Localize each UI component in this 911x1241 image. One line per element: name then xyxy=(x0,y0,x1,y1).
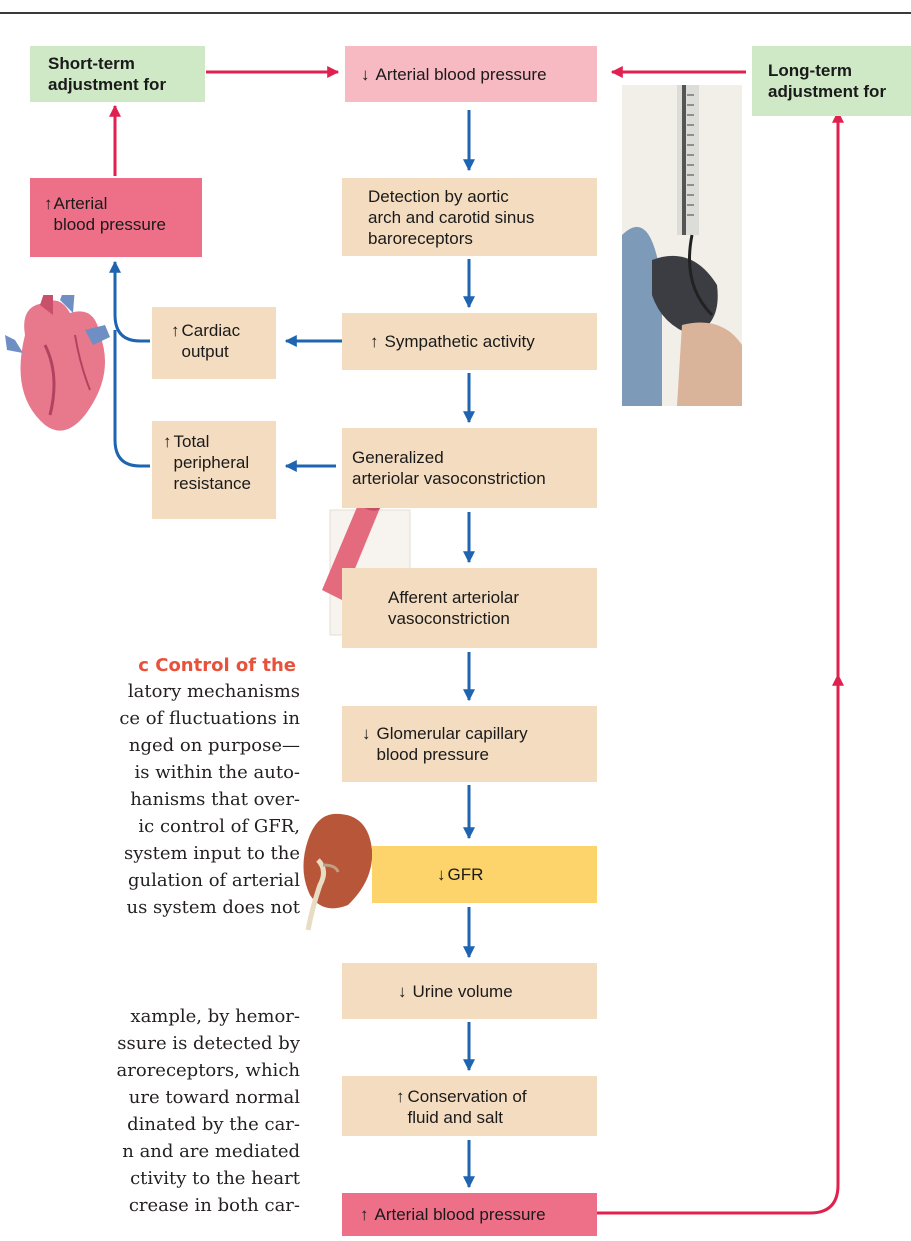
body-text-line: hanisms that over- xyxy=(0,786,300,813)
box-label: Glomerular capillary blood pressure xyxy=(377,723,528,765)
arrow-resistance-to-left-pressure xyxy=(115,330,150,466)
body-text-line: ssure is detected by xyxy=(0,1030,300,1057)
box-label: Cardiac output xyxy=(182,320,241,362)
box-vasoconstriction: Generalized arteriolar vasoconstriction xyxy=(342,428,597,508)
arrow-cardiac-to-left-pressure xyxy=(115,262,150,341)
box-conservation: ↑ Conservation of fluid and salt xyxy=(342,1076,597,1136)
body-text-line: xample, by hemor- xyxy=(0,1003,300,1030)
decrease-icon: ↓ xyxy=(362,723,371,744)
increase-icon: ↑ xyxy=(44,193,53,214)
body-text-line: n and are mediated xyxy=(0,1138,300,1165)
body-text-line: ure toward normal xyxy=(0,1084,300,1111)
box-sympathetic: ↑ Sympathetic activity xyxy=(342,313,597,370)
body-text-line: system input to the xyxy=(0,840,300,867)
box-label: Arterial blood pressure xyxy=(54,193,166,235)
box-label: Urine volume xyxy=(413,981,513,1002)
body-text-line: us system does not xyxy=(0,894,300,921)
body-text-line: dinated by the car- xyxy=(0,1111,300,1138)
box-label: Detection by aortic arch and carotid sin… xyxy=(368,186,534,249)
box-urine: ↓ Urine volume xyxy=(342,963,597,1019)
body-text-line: gulation of arterial xyxy=(0,867,300,894)
box-short-term: Short-term adjustment for xyxy=(30,46,205,102)
increase-icon: ↑ xyxy=(163,431,172,452)
body-text-line: is within the auto- xyxy=(0,759,300,786)
box-gfr: ↓ GFR xyxy=(372,846,597,903)
box-label: Short-term adjustment for xyxy=(48,53,166,95)
box-total-peripheral-resistance: ↑ Total peripheral resistance xyxy=(152,421,276,519)
increase-icon: ↑ xyxy=(396,1086,405,1107)
box-label: Afferent arteriolar vasoconstriction xyxy=(388,587,519,629)
body-text-line: crease in both car- xyxy=(0,1192,300,1219)
decrease-icon: ↓ xyxy=(437,864,446,885)
box-label: Sympathetic activity xyxy=(385,331,535,352)
box-label: Generalized arteriolar vasoconstriction xyxy=(352,447,546,489)
body-text-line: aroreceptors, which xyxy=(0,1057,300,1084)
box-top-arterial-pressure: ↓ Arterial blood pressure xyxy=(345,46,597,102)
decrease-icon: ↓ xyxy=(361,64,370,85)
box-label: Total peripheral resistance xyxy=(174,431,251,494)
body-text-line: ctivity to the heart xyxy=(0,1165,300,1192)
body-text-line: ce of fluctuations in xyxy=(0,705,300,732)
box-bottom-arterial-pressure: ↑ Arterial blood pressure xyxy=(342,1193,597,1236)
decrease-icon: ↓ xyxy=(398,981,407,1002)
box-long-term: Long-term adjustment for xyxy=(752,46,911,116)
increase-icon: ↑ xyxy=(370,331,379,352)
increase-icon: ↑ xyxy=(171,320,180,341)
body-text-line: latory mechanisms xyxy=(0,678,300,705)
section-heading: c Control of the xyxy=(0,655,296,676)
box-label: GFR xyxy=(448,864,484,885)
box-afferent: Afferent arteriolar vasoconstriction xyxy=(342,568,597,648)
box-cardiac-output: ↑ Cardiac output xyxy=(152,307,276,379)
box-detection: Detection by aortic arch and carotid sin… xyxy=(342,178,597,256)
body-text-line: nged on purpose— xyxy=(0,732,300,759)
box-glomerular: ↓ Glomerular capillary blood pressure xyxy=(342,706,597,782)
box-label: Arterial blood pressure xyxy=(376,64,547,85)
body-text-line: ic control of GFR, xyxy=(0,813,300,840)
box-label: Conservation of fluid and salt xyxy=(408,1086,527,1128)
box-left-arterial-pressure: ↑ Arterial blood pressure xyxy=(30,178,202,257)
box-label: Arterial blood pressure xyxy=(375,1204,546,1225)
arrow-bottom-loop xyxy=(597,112,838,1213)
increase-icon: ↑ xyxy=(360,1204,369,1225)
box-label: Long-term adjustment for xyxy=(768,60,886,102)
